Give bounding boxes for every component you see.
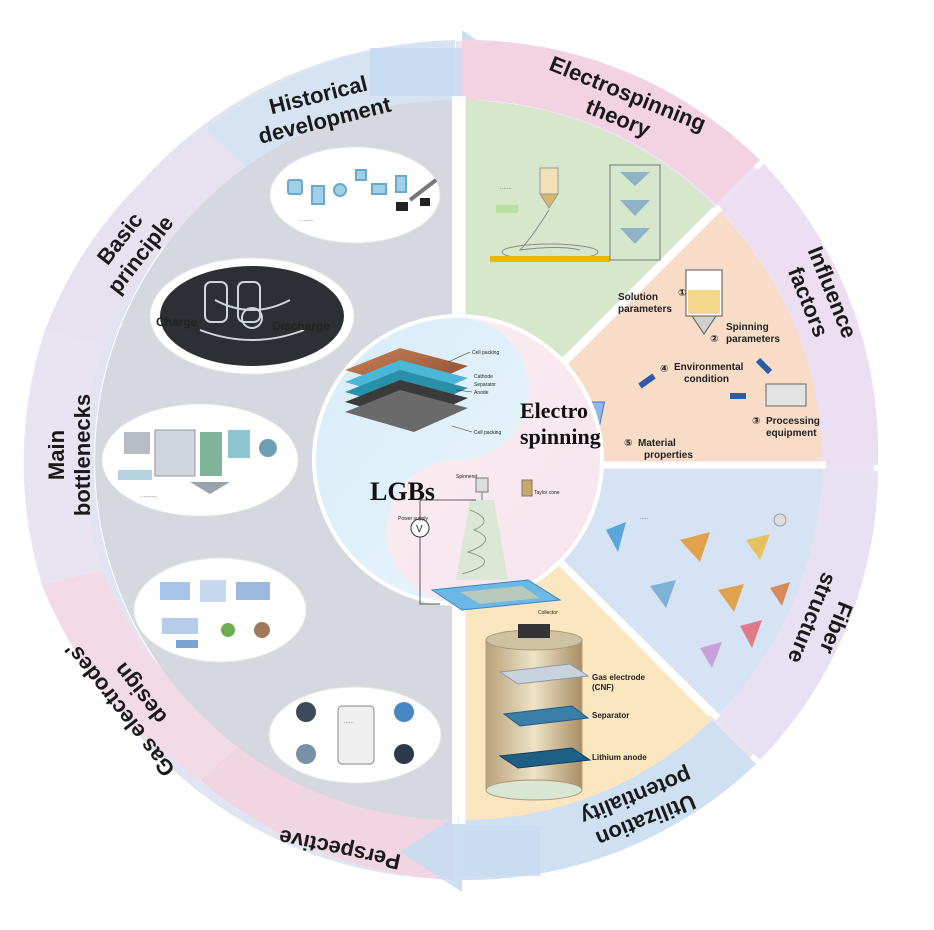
svg-text:equipment: equipment xyxy=(766,428,817,439)
svg-text:Taylor cone: Taylor cone xyxy=(534,490,560,496)
svg-text:parameters: parameters xyxy=(726,334,780,345)
svg-text:Separator: Separator xyxy=(592,711,629,720)
svg-text:Gas electrode: Gas electrode xyxy=(592,673,645,682)
svg-text:Cell packing: Cell packing xyxy=(474,430,501,436)
svg-text:Cathode: Cathode xyxy=(474,374,493,380)
center-right-half xyxy=(387,318,600,602)
svg-text:·····: ····· xyxy=(640,516,649,522)
right-band-fiber xyxy=(716,471,878,760)
thumb-gas-electrodes xyxy=(133,557,307,663)
svg-text:Lithium anode: Lithium anode xyxy=(592,753,647,762)
svg-text:Spinneret: Spinneret xyxy=(456,474,478,480)
svg-text:Solution: Solution xyxy=(618,292,658,303)
svg-text:··········: ·········· xyxy=(140,494,157,500)
arrow-bottom-blue xyxy=(400,812,540,892)
svg-text:④: ④ xyxy=(660,364,668,375)
svg-text:········: ········ xyxy=(300,218,314,224)
svg-text:Separator: Separator xyxy=(474,382,496,388)
svg-text:Environmental: Environmental xyxy=(674,362,744,373)
utilization-illustration: Gas electrode (CNF) Separator Lithium an… xyxy=(485,624,647,801)
spinning-setup: V Spinneret Taylor cone Power supply Col… xyxy=(398,474,562,616)
thumb-historical: ········ xyxy=(269,146,441,244)
svg-text:······: ······ xyxy=(344,720,354,726)
center-title-electro: Electro xyxy=(520,398,588,423)
svg-text:Main: Main xyxy=(44,430,69,480)
svg-text:(CNF): (CNF) xyxy=(592,683,614,692)
center-title-lgbs: LGBs xyxy=(370,477,435,506)
svg-text:bottlenecks: bottlenecks xyxy=(70,394,95,516)
left-band-basic xyxy=(45,130,252,345)
arrow-icon xyxy=(755,357,773,375)
svg-text:Spinning: Spinning xyxy=(726,322,769,333)
camera-icon xyxy=(396,202,408,211)
svg-text:②: ② xyxy=(710,334,718,345)
svg-text:·······: ······· xyxy=(500,186,512,192)
svg-text:⑤: ⑤ xyxy=(624,438,632,449)
label-main-bottlenecks: Main bottlenecks xyxy=(44,394,95,516)
battery-stack: Cell packing Cathode Separator Anode Cel… xyxy=(345,348,501,436)
thumb-perspective: ······ xyxy=(268,686,442,784)
right-band-theory xyxy=(462,39,760,204)
fiber-illustration: ····· xyxy=(606,513,790,668)
svg-text:Discharge: Discharge xyxy=(272,319,330,333)
svg-text:Collector: Collector xyxy=(538,610,558,616)
camera-icon xyxy=(420,198,430,206)
left-band-gas xyxy=(42,570,244,780)
svg-text:condition: condition xyxy=(684,374,729,385)
left-band-main xyxy=(23,330,104,585)
theory-illustration: ······· xyxy=(490,164,661,262)
center-title-spinning: spinning xyxy=(520,424,601,449)
svg-text:Material: Material xyxy=(638,438,676,449)
svg-text:Charge: Charge xyxy=(156,315,198,329)
svg-text:Anode: Anode xyxy=(474,390,489,396)
svg-text:Power supply: Power supply xyxy=(398,516,429,522)
svg-text:Cell packing: Cell packing xyxy=(472,350,499,356)
thumb-basic-principle: Charge Discharge xyxy=(149,257,355,375)
thumb-main-bottlenecks: ·········· xyxy=(101,403,299,517)
svg-text:V: V xyxy=(416,524,423,535)
right-band-influence xyxy=(720,164,879,465)
left-band-perspective xyxy=(200,740,455,880)
svg-text:parameters: parameters xyxy=(618,304,672,315)
arrow-icon xyxy=(638,373,656,389)
svg-text:①: ① xyxy=(678,288,686,299)
svg-text:Processing: Processing xyxy=(766,416,820,427)
svg-text:properties: properties xyxy=(644,450,693,461)
svg-text:③: ③ xyxy=(752,416,760,427)
